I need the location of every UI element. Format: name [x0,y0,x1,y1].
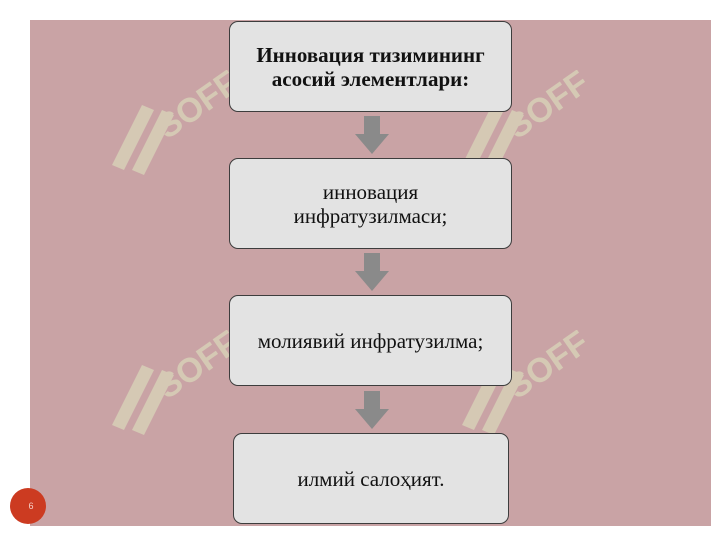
page-number-badge [10,488,46,524]
node-scientific-potential: илмий салоҳият. [233,433,509,524]
node-financial-infrastructure: молиявий инфратузилма; [229,295,512,386]
node-innovation-infrastructure-text: инновация инфратузилмаси; [293,179,448,228]
node-title: Инновация тизимининг асосий элементлари: [229,21,512,112]
page-number: 6 [28,501,34,511]
node-financial-infrastructure-text: молиявий инфратузилма; [257,328,484,353]
arrow-down-icon [355,253,389,291]
arrow-down-icon [355,391,389,429]
node-innovation-infrastructure: инновация инфратузилмаси; [229,158,512,249]
arrow-down-icon [355,116,389,154]
node-scientific-potential-text: илмий салоҳият. [297,466,445,491]
node-title-text: Инновация тизимининг асосий элементлари: [256,42,485,91]
